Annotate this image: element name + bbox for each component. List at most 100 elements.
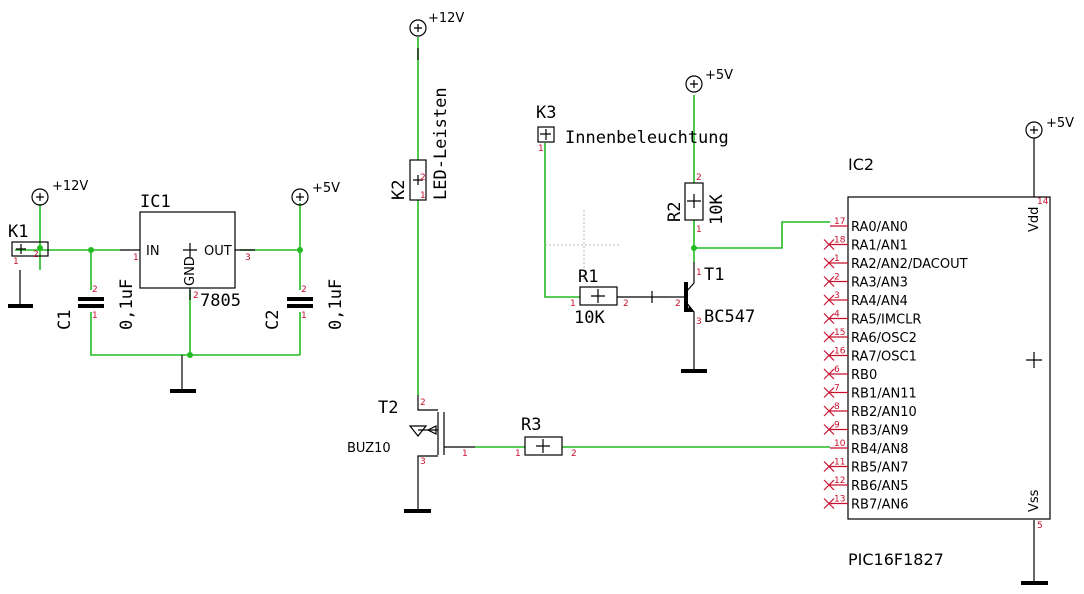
- t2-label: T2: [378, 398, 398, 418]
- mcu-pin-label: RB4/AN8: [851, 442, 909, 457]
- k2-label: K2: [389, 180, 409, 200]
- c1-label: C1: [55, 310, 75, 330]
- mosfet-t2: T2 BUZ10 2 3 1: [347, 395, 475, 470]
- t2-value: BUZ10: [347, 441, 391, 456]
- t1-label: T1: [704, 265, 724, 285]
- t1-pin3: 3: [696, 317, 702, 327]
- k3-label: K3: [536, 103, 556, 123]
- no-connect-icon: [823, 479, 835, 491]
- c2-pin1: 1: [301, 311, 307, 321]
- no-connect-icon: [823, 276, 835, 287]
- r1-label: R1: [578, 267, 598, 287]
- c2-label: C2: [263, 310, 283, 330]
- regulator-ic1: IC1 IN OUT GND 7805 1 3 2: [120, 192, 255, 311]
- c2-value: 0,1uF: [326, 279, 346, 330]
- mcu-pin-label: RB3/AN9: [851, 424, 909, 439]
- mcu-pin-label: RA6/OSC2: [851, 331, 917, 346]
- supply-label-12v-top: +12V: [428, 11, 464, 26]
- no-connect-icon: [823, 498, 835, 509]
- mcu-pin-number: 18: [834, 236, 846, 246]
- c2-pin2: 2: [301, 285, 307, 295]
- r1-value: 10K: [574, 308, 605, 328]
- supply-label-5v-r2: +5V: [705, 68, 733, 83]
- ic1-pin2: 2: [193, 291, 199, 301]
- mcu-pin-label: RA5/IMCLR: [851, 313, 921, 328]
- no-connect-icon: [823, 350, 835, 361]
- connector-k1: K1 1 2: [8, 222, 49, 267]
- no-connect-icon: [823, 368, 835, 380]
- ic2-vss-pin: 5: [1037, 521, 1043, 531]
- ic1-value: 7805: [200, 291, 241, 311]
- mcu-pin-row: 7 RB1/AN11: [823, 384, 917, 402]
- ground-symbols: [8, 270, 1048, 585]
- t1-pin2: 2: [675, 299, 681, 309]
- t1-value: BC547: [704, 307, 755, 327]
- no-connect-icon: [823, 331, 835, 343]
- k2-pin2: 2: [420, 173, 426, 183]
- ic1-out-label: OUT: [204, 244, 232, 259]
- t2-pin3: 3: [420, 457, 426, 467]
- mcu-pin-row: 1 RA2/AN2/DACOUT: [823, 254, 968, 272]
- k1-pin2: 2: [33, 250, 39, 260]
- r1-pin1: 1: [570, 299, 576, 309]
- no-connect-icon: [823, 294, 835, 306]
- ic2-value: PIC16F1827: [848, 550, 944, 569]
- no-connect-icon: [823, 313, 835, 324]
- r2-label: R2: [665, 202, 685, 222]
- mcu-pin-number: 13: [834, 495, 845, 505]
- resistor-r2: R2 10K 2 1: [665, 173, 727, 235]
- r3-pin2: 2: [571, 449, 577, 459]
- ic2-vdd-pin: 14: [1037, 197, 1049, 207]
- mcu-pin-label: RA1/AN1: [851, 239, 908, 254]
- ic2-name: IC2: [848, 155, 874, 174]
- mcu-pin-row: 11 RB5/AN7: [823, 458, 909, 476]
- r2-value: 10K: [707, 194, 727, 225]
- connector-k2: 2 1 K2 LED-Leisten: [389, 48, 451, 201]
- mcu-pin-number: 7: [834, 384, 840, 394]
- ic1-pin3: 3: [245, 253, 251, 263]
- r2-pin2: 2: [696, 173, 702, 183]
- transistor-t1: T1 BC547 1 2 3: [670, 262, 755, 340]
- r3-pin1: 1: [515, 449, 521, 459]
- mcu-pin-number: 11: [834, 458, 845, 468]
- mcu-pin-label: RB7/AN6: [851, 498, 909, 513]
- junctions: [37, 245, 697, 358]
- capacitor-c2: 2 1 C2 0,1uF: [263, 279, 346, 330]
- mcu-pin-label: RB6/AN5: [851, 479, 909, 494]
- t2-pin1: 1: [462, 449, 468, 459]
- r2-pin1: 1: [696, 225, 702, 235]
- supply-symbols: [31, 19, 1043, 540]
- k3-pin1: 1: [538, 144, 544, 154]
- mcu-pin-row: 18 RA1/AN1: [823, 236, 908, 254]
- mcu-pin-label: RA7/OSC1: [851, 350, 917, 365]
- k1-label: K1: [8, 222, 28, 242]
- resistor-r3: R3 1 2: [515, 415, 577, 459]
- mcu-pin-label: RB5/AN7: [851, 461, 909, 476]
- mcu-pin-number: 17: [834, 217, 845, 227]
- t2-pin2: 2: [420, 398, 426, 408]
- mcu-pin-row: 16 RA7/OSC1: [823, 347, 917, 365]
- resistor-r1: R1 10K 1 2: [570, 267, 670, 328]
- no-connect-icon: [823, 257, 835, 269]
- mcu-pin-number: 1: [834, 254, 840, 264]
- mcu-pin-label: RB1/AN11: [851, 387, 917, 402]
- mcu-pin-label: RA2/AN2/DACOUT: [851, 257, 968, 272]
- origin-crosshair: [545, 210, 620, 280]
- mcu-pin-number: 16: [834, 347, 846, 357]
- no-connect-icon: [823, 239, 835, 250]
- k2-value: LED-Leisten: [431, 87, 451, 200]
- r3-label: R3: [521, 415, 541, 435]
- mcu-pin-number: 3: [834, 291, 840, 301]
- no-connect-icon: [823, 405, 835, 417]
